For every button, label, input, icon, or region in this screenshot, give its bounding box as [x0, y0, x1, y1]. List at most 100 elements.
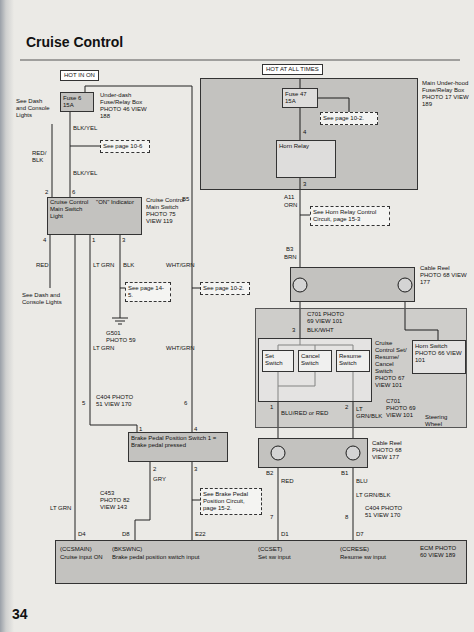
circuit-box: Cancel Switch [298, 350, 332, 372]
node-text: ECM PHOTO 60 VIEW 189 [420, 545, 464, 559]
circuit-box: Horn Relay [276, 140, 336, 178]
ground-symbol [112, 318, 128, 324]
circuit-box: See page 10-2. [200, 282, 250, 295]
wire [353, 468, 354, 540]
wire-label: 8 [345, 514, 348, 521]
wire-label: 3 [303, 181, 306, 188]
circuit-box: Set Switch [262, 350, 294, 372]
wire-label: (CCSMAIN) [60, 546, 92, 553]
wire-label: BLK/YEL [73, 125, 97, 132]
wire-label: HOT AT ALL TIMES [262, 64, 323, 75]
node-text: Cruise Control Main Switch PHOTO 75 VIEW… [146, 197, 188, 225]
wire-label: D7 [356, 531, 364, 538]
circuit-box: Brake Pedal Position Switch 1 = Brake pe… [128, 432, 228, 462]
circuit-box: See Brake Pedal Position Circuit, page 1… [200, 488, 262, 515]
wire-label: B2 [266, 470, 273, 477]
wire-label: HOT IN ON [60, 70, 99, 81]
wire-label: 2 [345, 404, 348, 411]
node-text: Brake Pedal Position Switch 1 = Brake pe… [129, 433, 227, 451]
wire-label: 1 [92, 237, 95, 244]
wire-label: B5 [182, 196, 189, 203]
wire-label: Brake pedal position switch input [112, 554, 199, 561]
wire-label: D1 [281, 531, 289, 538]
wire-label: Resume sw input [340, 554, 386, 561]
wire-label: RED [36, 262, 49, 269]
wire-label: (BKSWNC) [112, 546, 142, 553]
wire-label: See Dash and Console Lights [22, 292, 62, 306]
node-text: See page 10-2. [321, 113, 377, 124]
circuit-box: Horn Switch PHOTO 66 VIEW 101 [412, 340, 466, 374]
node-text: Resume Switch [337, 351, 369, 369]
wire [192, 462, 193, 540]
circuit-box: Resume Switch [336, 350, 370, 372]
wire-label: BLU [356, 478, 368, 485]
wire-label: WHT/GRN [166, 262, 195, 269]
node-text: See page 14-5. [126, 283, 170, 301]
wire-label: LT GRN/BLK [356, 406, 384, 420]
wire-label: C404 PHOTO 51 VIEW 170 [96, 394, 136, 408]
wire [135, 462, 150, 540]
wire-label: D4 [78, 531, 86, 538]
wire-label: BLU/RED or RED [281, 410, 333, 417]
wire-label: See Dash and Console Lights [16, 98, 52, 119]
wire-label: 6 [184, 400, 187, 407]
circuit-box: Cable Reel PHOTO 68 VIEW 177 [290, 267, 415, 302]
node-text: See page 10-6 [101, 141, 149, 152]
wire-label: 3 [292, 327, 295, 334]
wire [50, 235, 51, 288]
wire-label: 3 [194, 466, 197, 473]
wire [75, 235, 76, 540]
node-text: Horn Relay [277, 141, 335, 152]
wire-label: G501 PHOTO 59 [106, 330, 138, 344]
wire-label: BRN [284, 254, 297, 261]
wire-label: Cruise input ON [60, 554, 103, 561]
node-text: Cruise Control Main Switch Light [50, 199, 94, 220]
wire-label: 1 [139, 426, 142, 433]
wire [70, 112, 71, 197]
wire-label: RED/ BLK [32, 150, 50, 164]
node-text: Cancel Switch [299, 351, 331, 369]
wire [192, 288, 200, 289]
wire-label: LT GRN [93, 262, 114, 269]
wire-label: 4 [194, 426, 197, 433]
wire-label: LT GRN/BLK [356, 492, 390, 499]
wire-label: LT GRN [93, 345, 114, 352]
wire-label: LT GRN [50, 505, 71, 512]
wire-label: A11 [284, 194, 294, 201]
wire-label: C701 PHOTO 69 VIEW 101 [307, 311, 351, 325]
node-text: Fuse 6 15A [61, 93, 93, 111]
wire [85, 86, 192, 432]
node-text: Steering Wheel [425, 414, 465, 428]
wire-label: B3 [286, 246, 293, 253]
circuit-box: Fuse 47 15A [282, 88, 318, 108]
wire-label: ORN [284, 202, 297, 209]
wire [300, 190, 301, 267]
circuit-box: Cable Reel PHOTO 68 VIEW 177 [258, 438, 368, 468]
node-text: Under-dash Fuse/Relay Box PHOTO 46 VIEW … [100, 92, 152, 120]
circuit-box: See page 10-2. [320, 112, 378, 125]
wire-label: 4 [43, 237, 46, 244]
wire-label: GRY [153, 476, 166, 483]
circuit-box: See Horn Relay Control Circuit, page 15-… [310, 206, 390, 226]
node-text: Cable Reel PHOTO 68 VIEW 177 [372, 440, 414, 461]
circuit-box: Cruise Control Set/ Resume/ Cancel Switc… [258, 338, 372, 402]
wire [300, 215, 310, 216]
wire [90, 235, 137, 432]
circuit-box: Cruise Control Main Switch Light"ON" Ind… [47, 197, 142, 235]
wire [70, 146, 100, 147]
wire-label: B1 [341, 470, 348, 477]
wire-label: C701 PHOTO 69 VIEW 101 [386, 398, 422, 419]
circuit-box: Fuse 6 15AUnder-dash Fuse/Relay Box PHOT… [60, 92, 94, 112]
wire-label: C404 PHOTO 51 VIEW 170 [365, 505, 405, 519]
node-text: "ON" Indicator [96, 199, 138, 206]
wire-label: 1 [270, 404, 273, 411]
wire-label: BLK [123, 262, 134, 269]
node-text: See Horn Relay Control Circuit, page 15-… [311, 207, 389, 225]
circuit-box: See page 10-6 [100, 140, 150, 153]
wire [278, 468, 279, 540]
node-text: Main Under-hood Fuse/Relay Box PHOTO 17 … [422, 80, 470, 108]
wire-label: BLK/WHT [307, 327, 334, 334]
circuit-box: See page 14-5. [125, 282, 171, 302]
wire-label: (CCRESE) [340, 546, 369, 553]
wire-label: 5 [82, 400, 85, 407]
